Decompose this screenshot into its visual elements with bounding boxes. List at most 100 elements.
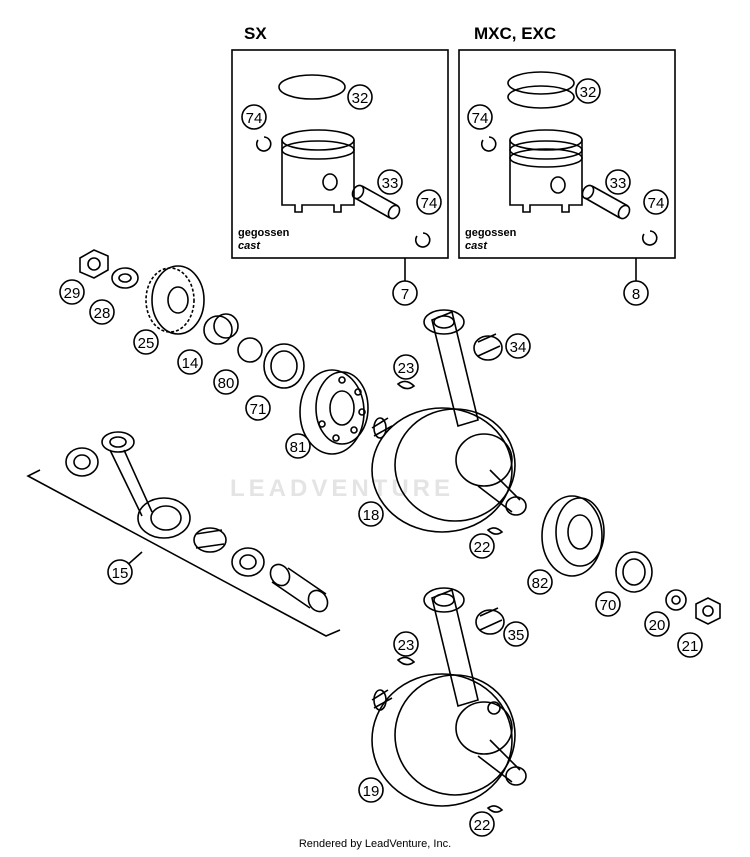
bushing (203, 313, 239, 345)
conrod-kit-bracket (26, 469, 341, 637)
svg-text:74: 74 (648, 195, 665, 212)
callout-22: 22 (469, 533, 495, 559)
callout-32: 32 (575, 78, 601, 104)
svg-text:32: 32 (352, 90, 369, 107)
callout-74: 74 (416, 189, 442, 215)
svg-text:35: 35 (508, 627, 525, 644)
box-note-en: cast (238, 240, 261, 252)
shaft-seal (263, 343, 305, 389)
callout-35: 35 (503, 621, 529, 647)
svg-text:22: 22 (474, 817, 491, 834)
roller-bearing (541, 495, 605, 577)
ball-bearing (299, 369, 369, 455)
svg-text:29: 29 (64, 285, 81, 302)
callout-70: 70 (595, 591, 621, 617)
callout-19: 19 (358, 777, 384, 803)
piston-ring (278, 74, 346, 100)
piston-pin-clip (414, 232, 431, 248)
piston-pin-clip (641, 230, 658, 246)
svg-text:74: 74 (421, 195, 438, 212)
svg-text:74: 74 (246, 110, 263, 127)
piston-pin-clip (480, 136, 497, 152)
needle-bearing (473, 333, 503, 361)
crankshaft-assembly-alt (371, 587, 527, 807)
callout-32: 32 (347, 84, 373, 110)
thrust-washer (231, 547, 265, 577)
callout-74: 74 (241, 104, 267, 130)
svg-text:82: 82 (532, 575, 549, 592)
piston-kit-box-mxc-exc (458, 49, 676, 259)
piston-ring (507, 71, 575, 95)
svg-text:22: 22 (474, 539, 491, 556)
callout-82: 82 (527, 569, 553, 595)
callout-14: 14 (177, 349, 203, 375)
svg-text:33: 33 (382, 175, 399, 192)
svg-text:34: 34 (510, 339, 527, 356)
callout-33: 33 (605, 169, 631, 195)
svg-text:32: 32 (580, 84, 597, 101)
gear (145, 265, 205, 335)
svg-text:20: 20 (649, 617, 666, 634)
svg-text:80: 80 (218, 375, 235, 392)
callout-74: 74 (643, 189, 669, 215)
crank-pin (269, 563, 329, 613)
svg-text:23: 23 (398, 360, 415, 377)
piston-kit-box-sx (231, 49, 449, 259)
piston-pin-clip (255, 136, 272, 152)
callout-25: 25 (133, 329, 159, 355)
woodruff-key (486, 805, 504, 813)
needle-bearing (475, 607, 505, 635)
crankshaft-assembly (371, 309, 527, 533)
svg-text:33: 33 (610, 175, 627, 192)
svg-text:18: 18 (363, 507, 380, 524)
callout-34: 34 (505, 333, 531, 359)
o-ring (237, 337, 263, 363)
woodruff-key (396, 380, 416, 390)
callout-29: 29 (59, 279, 85, 305)
washer (111, 267, 139, 289)
footer-credit: Rendered by LeadVenture, Inc. (298, 838, 452, 850)
svg-text:7: 7 (401, 286, 409, 303)
svg-text:70: 70 (600, 597, 617, 614)
washer (665, 589, 687, 611)
callout-7: 7 (392, 280, 418, 306)
callout-80: 80 (213, 369, 239, 395)
box-note-de: gegossen (465, 227, 517, 239)
thrust-washer (65, 447, 99, 477)
callout-23: 23 (393, 354, 419, 380)
header-sx: SX (244, 24, 267, 43)
piston-ring (507, 85, 575, 109)
svg-text:81: 81 (290, 439, 307, 456)
piston-mxc-exc (509, 129, 583, 213)
svg-text:15: 15 (112, 565, 129, 582)
svg-text:23: 23 (398, 637, 415, 654)
callout-18: 18 (358, 501, 384, 527)
callout-28: 28 (89, 299, 115, 325)
connecting-rod (101, 431, 191, 539)
watermark-text: LEADVENTURE (230, 475, 455, 502)
svg-text:25: 25 (138, 335, 155, 352)
callout-33: 33 (377, 169, 403, 195)
callout-23: 23 (393, 631, 419, 657)
box-note-mxc-exc: gegossen cast (465, 227, 516, 253)
nut (79, 249, 109, 279)
woodruff-key (396, 656, 416, 666)
box-note-de: gegossen (238, 227, 290, 239)
callout-22: 22 (469, 811, 495, 837)
svg-text:19: 19 (363, 783, 380, 800)
svg-text:71: 71 (250, 401, 267, 418)
box-note-en: cast (465, 240, 488, 252)
callout-15: 15 (107, 559, 133, 585)
shaft-seal (615, 551, 653, 593)
box-note-sx: gegossen cast (238, 227, 289, 253)
header-mxc-exc: MXC, EXC (474, 24, 557, 43)
svg-text:8: 8 (632, 286, 640, 303)
piston-pin-sx (351, 184, 401, 220)
conrod-kit (26, 431, 341, 637)
callout-8: 8 (623, 280, 649, 306)
needle-bearing (193, 527, 227, 553)
callout-81: 81 (285, 433, 311, 459)
piston-pin-mxc-exc (581, 184, 631, 220)
callout-71: 71 (245, 395, 271, 421)
callout-21: 21 (677, 632, 703, 658)
